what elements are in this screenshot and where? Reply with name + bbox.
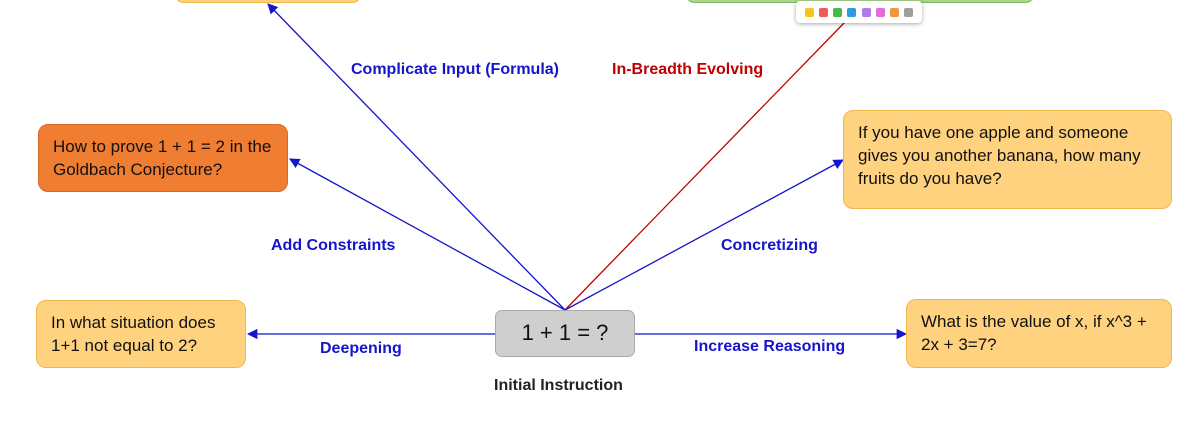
node-increase-reasoning-result: What is the value of x, if x^3 + 2x + 3=… (906, 299, 1172, 368)
color-palette-toolbar[interactable] (796, 1, 922, 23)
palette-swatch-orange[interactable] (889, 7, 899, 17)
arrow-add-constraints (289, 158, 566, 311)
edge-label-in-breadth: In-Breadth Evolving (612, 61, 764, 78)
arrow-concretizing (564, 159, 844, 311)
palette-swatch-yellow[interactable] (805, 7, 815, 17)
arrow-complicate-input (267, 3, 566, 311)
edge-label-complicate-input: Complicate Input (Formula) (351, 61, 559, 78)
initial-instruction-box: 1 + 1 = ? (495, 310, 635, 357)
palette-swatch-red[interactable] (819, 7, 829, 17)
palette-swatch-pink[interactable] (875, 7, 885, 17)
edge-label-increase-reasoning: Increase Reasoning (694, 338, 846, 355)
edge-label-deepening: Deepening (320, 340, 402, 357)
edge-label-concretizing: Concretizing (721, 237, 818, 254)
palette-swatch-gray[interactable] (903, 7, 913, 17)
palette-swatch-purple[interactable] (861, 7, 871, 17)
node-add-constraints-result: How to prove 1 + 1 = 2 in the Goldbach C… (38, 124, 288, 192)
top-left-partial-box (174, 0, 362, 3)
node-concretizing-result: If you have one apple and someone gives … (843, 110, 1172, 209)
palette-swatch-green[interactable] (833, 7, 843, 17)
initial-instruction-caption: Initial Instruction (494, 377, 623, 394)
palette-swatch-blue[interactable] (847, 7, 857, 17)
arrow-in-breadth (564, 21, 846, 311)
node-deepening-result: In what situation does 1+1 not equal to … (36, 300, 246, 368)
edge-label-add-constraints: Add Constraints (271, 237, 396, 254)
